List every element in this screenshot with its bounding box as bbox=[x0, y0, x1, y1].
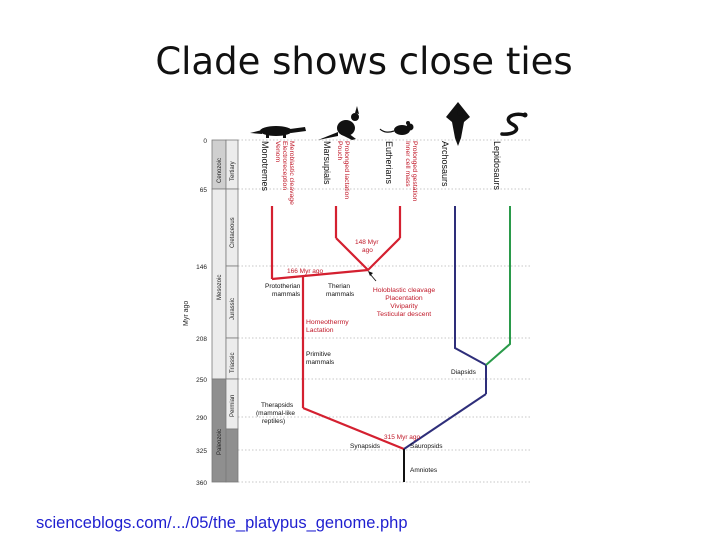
bird-silhouette-icon bbox=[446, 102, 470, 146]
pointer-arrow bbox=[368, 271, 377, 282]
node-diapsids: Diapsids bbox=[451, 369, 477, 376]
trait-venom: Venom bbox=[274, 141, 281, 162]
time-gridlines bbox=[238, 139, 532, 483]
trait-electroreception: Electroreception bbox=[281, 141, 288, 190]
trait-labels-vertical: Venom Electroreception Meroblastic cleav… bbox=[274, 141, 418, 205]
node-amniotes: Amniotes bbox=[410, 467, 438, 474]
period-label-jurassic: Jurassic bbox=[230, 298, 236, 320]
era-label-paleozoic: Paleozoic bbox=[217, 429, 223, 455]
period-box-lower-paleozoic bbox=[225, 428, 239, 483]
node-therapsids-line1: Therapsids bbox=[261, 402, 294, 409]
trait-holoblastic: Holoblastic cleavage bbox=[373, 287, 436, 294]
node-synapsids: Synapsids bbox=[350, 443, 381, 450]
node-myr166: 166 Myr ago bbox=[287, 268, 324, 275]
axis-label: Myr ago bbox=[183, 301, 190, 326]
taxon-archosaurs: Archosaurs bbox=[440, 141, 450, 187]
node-therapsids-line2: (mammal-like bbox=[256, 410, 295, 417]
period-label-tertiary: Tertiary bbox=[230, 161, 236, 181]
axis-tick: 0 bbox=[203, 138, 207, 145]
axis-ticks: 0 65 146 208 250 290 325 360 bbox=[196, 138, 207, 487]
axis-tick: 290 bbox=[196, 415, 207, 422]
node-myr148-line1: 148 Myr bbox=[355, 239, 379, 246]
node-primitive-line2: mammals bbox=[306, 359, 335, 366]
node-prototherian-line2: mammals bbox=[272, 291, 301, 298]
trait-labels-horizontal: Holoblastic cleavage Placentation Vivipa… bbox=[373, 287, 436, 318]
geologic-timescale bbox=[211, 139, 239, 483]
taxon-labels: Monotremes Marsupials Eutherians Archosa… bbox=[260, 141, 502, 192]
period-label-cretaceous: Cretaceous bbox=[230, 217, 236, 248]
archosaur-tree-line bbox=[403, 206, 487, 450]
trait-inner-cell-mass: Inner cell mass bbox=[404, 141, 411, 187]
trait-meroblastic: Meroblastic cleavage bbox=[288, 141, 295, 205]
axis-tick: 65 bbox=[200, 187, 208, 194]
period-label-permian: Permian bbox=[230, 395, 236, 417]
axis-tick: 208 bbox=[196, 336, 207, 343]
mouse-silhouette-icon bbox=[379, 121, 414, 135]
trait-labels-homeothermy: Homeothermy Lactation bbox=[306, 319, 349, 334]
trait-homeothermy: Homeothermy bbox=[306, 319, 349, 326]
platypus-silhouette-icon bbox=[250, 126, 306, 138]
era-label-cenozoic: Cenozoic bbox=[217, 158, 223, 183]
trait-placentation: Placentation bbox=[385, 295, 423, 302]
axis-tick: 146 bbox=[196, 264, 207, 271]
axis-tick: 360 bbox=[196, 480, 207, 487]
trait-prolonged-gestation: Prolonged gestation bbox=[411, 141, 418, 202]
lepidosaur-tree-line bbox=[485, 206, 511, 366]
node-prototherian-line1: Prototherian bbox=[265, 283, 301, 290]
axis-tick: 250 bbox=[196, 377, 207, 384]
period-label-triassic: Triassic bbox=[230, 353, 236, 373]
trait-lactation: Lactation bbox=[306, 327, 334, 334]
trait-testicular-descent: Testicular descent bbox=[377, 311, 432, 318]
period-labels: Tertiary Cretaceous Jurassic Triassic Pe… bbox=[230, 161, 236, 417]
taxon-monotremes: Monotremes bbox=[260, 141, 270, 192]
taxon-lepidosaurs: Lepidosaurs bbox=[492, 141, 502, 191]
node-myr148-line2: ago bbox=[362, 247, 373, 254]
slide-title: Clade shows close ties bbox=[155, 40, 573, 83]
kangaroo-silhouette-icon bbox=[318, 106, 359, 140]
taxon-marsupials: Marsupials bbox=[322, 141, 332, 185]
node-therian-line1: Therian bbox=[328, 283, 350, 290]
source-link[interactable]: scienceblogs.com/.../05/the_platypus_gen… bbox=[36, 514, 408, 532]
era-labels: Cenozoic Mesozoic Paleozoic bbox=[217, 158, 223, 455]
taxon-eutherians: Eutherians bbox=[384, 141, 394, 185]
axis-tick: 325 bbox=[196, 448, 207, 455]
node-labels: 148 Myr ago 166 Myr ago Prototherian mam… bbox=[256, 239, 477, 474]
snake-silhouette-icon bbox=[500, 112, 528, 136]
node-sauropsids: Sauropsids bbox=[410, 443, 443, 450]
mammal-tree-lines bbox=[270, 206, 405, 451]
node-therian-line2: mammals bbox=[326, 291, 355, 298]
node-therapsids-line3: reptiles) bbox=[262, 418, 285, 425]
trait-prolonged-lactation: Prolonged lactation bbox=[343, 141, 350, 199]
trait-viviparity: Viviparity bbox=[390, 303, 418, 310]
era-label-mesozoic: Mesozoic bbox=[217, 275, 223, 300]
node-primitive-line1: Primitive bbox=[306, 351, 331, 358]
node-myr315: 315 Myr ago bbox=[384, 434, 421, 441]
trait-pouch: Pouch bbox=[336, 141, 343, 160]
